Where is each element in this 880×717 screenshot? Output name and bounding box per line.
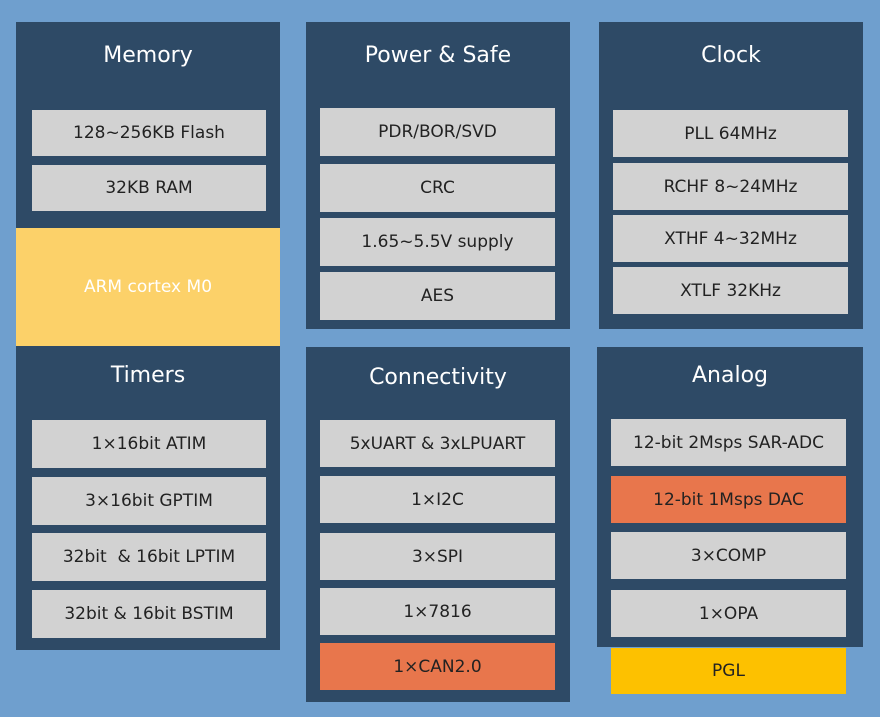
connectivity-item-i2c: 1×I2C [320,476,555,523]
connectivity-item-can: 1×CAN2.0 [320,643,555,690]
memory-item-flash: 128~256KB Flash [32,110,266,156]
analog-item-opa: 1×OPA [611,590,846,637]
analog-item-dac: 12-bit 1Msps DAC [611,476,846,523]
timers-item-gptim: 3×16bit GPTIM [32,477,266,525]
power-item-crc: CRC [320,164,555,212]
connectivity-item-spi: 3×SPI [320,533,555,580]
timers-title: Timers [110,363,186,388]
memory-item-ram: 32KB RAM [32,165,266,211]
power-safe-title: Power & Safe [364,43,512,68]
connectivity-item-uart: 5xUART & 3xLPUART [320,420,555,467]
core-block: ARM cortex M0 [16,228,280,346]
clock-title: Clock [701,43,761,68]
power-item-pdr: PDR/BOR/SVD [320,108,555,156]
connectivity-item-7816: 1×7816 [320,588,555,635]
connectivity-panel [306,347,570,702]
memory-title: Memory [103,43,193,68]
clock-item-rchf: RCHF 8~24MHz [613,163,848,210]
analog-item-comp: 3×COMP [611,532,846,579]
clock-item-xtlf: XTLF 32KHz [613,267,848,314]
timers-item-lptim: 32bit & 16bit LPTIM [32,533,266,581]
analog-item-adc: 12-bit 2Msps SAR-ADC [611,419,846,466]
pgl-block: PGL [611,648,846,694]
clock-item-xthf: XTHF 4~32MHz [613,215,848,262]
power-item-aes: AES [320,272,555,320]
clock-item-pll: PLL 64MHz [613,110,848,157]
power-item-supply: 1.65~5.5V supply [320,218,555,266]
analog-title: Analog [691,363,768,388]
timers-item-bstim: 32bit & 16bit BSTIM [32,590,266,638]
timers-item-atim: 1×16bit ATIM [32,420,266,468]
connectivity-title: Connectivity [369,365,507,390]
